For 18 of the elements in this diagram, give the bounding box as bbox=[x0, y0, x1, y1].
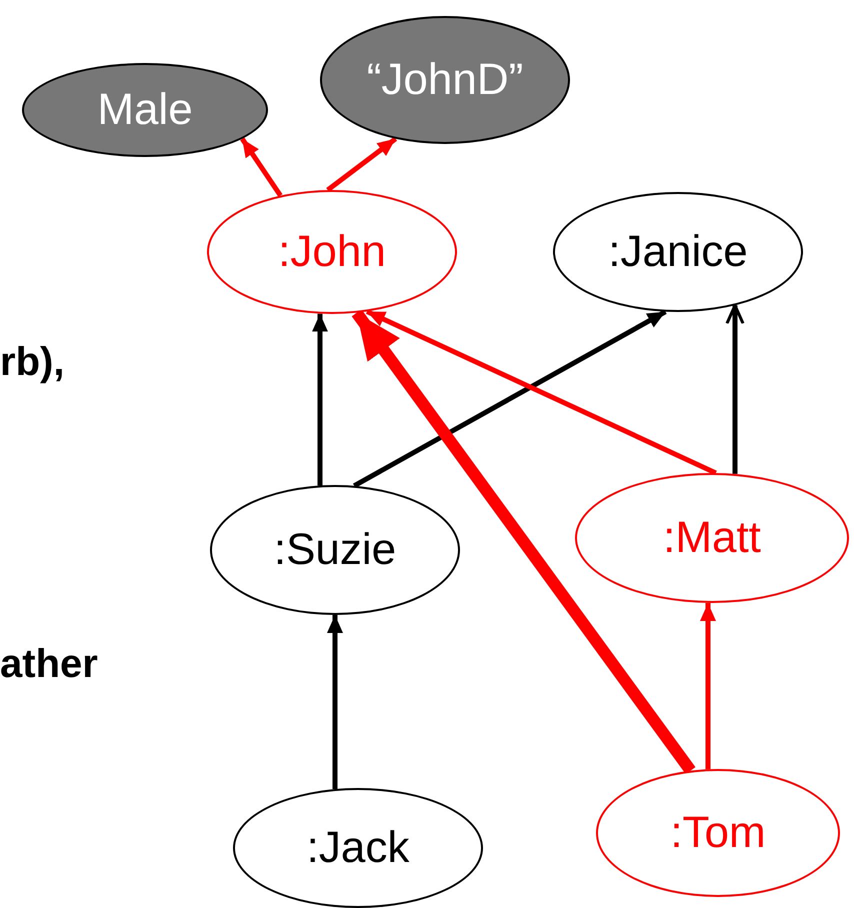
arrow bbox=[312, 314, 328, 486]
text-fragment: rb), bbox=[0, 340, 64, 385]
node-label: “JohnD” bbox=[366, 55, 524, 105]
arrow bbox=[352, 310, 667, 488]
node-label: :Matt bbox=[663, 513, 761, 563]
text-fragment: ather bbox=[0, 642, 98, 687]
arrow bbox=[240, 137, 282, 197]
arrow bbox=[700, 603, 716, 770]
arrow bbox=[366, 309, 717, 476]
node-label: :Suzie bbox=[274, 525, 396, 575]
node-label: :Jack bbox=[306, 823, 410, 873]
node-label: Male bbox=[97, 85, 193, 135]
arrow bbox=[326, 136, 398, 192]
node-label: :John bbox=[278, 227, 386, 277]
arrow bbox=[327, 615, 343, 789]
node-label: :Tom bbox=[670, 808, 766, 858]
arrow bbox=[726, 304, 744, 474]
node-label: :Janice bbox=[608, 227, 748, 277]
